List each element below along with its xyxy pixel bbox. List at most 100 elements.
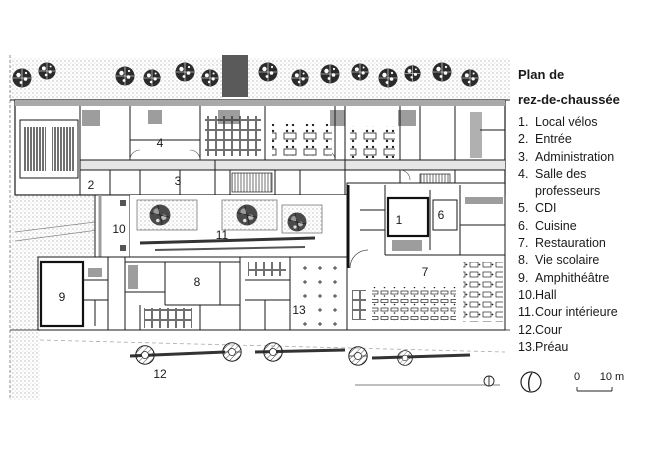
legend-item-label: Préau xyxy=(535,339,569,354)
legend-title: Plan de xyxy=(518,67,565,82)
tree-icon xyxy=(201,69,219,87)
room-label-1: 1 xyxy=(396,213,403,227)
legend-item: 1.Local vélos xyxy=(518,114,618,131)
tree-icon xyxy=(320,64,340,84)
restaurant-block xyxy=(346,182,506,331)
legend-item-label: Salle des xyxy=(535,166,587,181)
legend-item-number: 10. xyxy=(518,287,536,302)
legend-item-number: 2. xyxy=(518,132,529,147)
tree-icon xyxy=(378,68,398,88)
room-label-12: 12 xyxy=(153,367,167,381)
legend-item-label: Cour intérieure xyxy=(535,305,618,320)
tree-icon xyxy=(115,66,135,86)
legend-item: 10.Hall xyxy=(518,287,618,304)
legend-item-label: Amphithéâtre xyxy=(535,270,610,285)
legend-item-number: 9. xyxy=(518,270,529,285)
staircase xyxy=(231,172,273,193)
legend-item-number: 4. xyxy=(518,166,529,181)
legend-item-label: CDI xyxy=(535,201,557,216)
bike-rack xyxy=(24,127,46,171)
legend-item-label: Restauration xyxy=(535,236,606,251)
legend-item-number: 3. xyxy=(518,149,529,164)
tree-icon xyxy=(222,342,242,362)
legend-item-label: Administration xyxy=(535,149,615,164)
legend-item-number: 6. xyxy=(518,218,529,233)
legend-item-number: 5. xyxy=(518,201,529,216)
legend-subtitle: rez-de-chaussée xyxy=(518,92,620,107)
room-label-13: 13 xyxy=(292,303,306,317)
legend-item: 7. Restauration xyxy=(518,235,618,252)
legend-item: 13.Préau xyxy=(518,339,618,356)
legend-item-number: 13. xyxy=(518,339,536,354)
legend-item-continuation: professeurs xyxy=(518,183,618,200)
legend-item-number: 11. xyxy=(518,305,535,320)
tree-icon xyxy=(38,62,56,80)
room-label-9: 9 xyxy=(59,290,66,304)
lower-block xyxy=(37,256,348,331)
kitchen xyxy=(432,199,458,231)
covered-area-columns xyxy=(303,266,337,326)
hall xyxy=(94,194,131,258)
reading-tables xyxy=(350,126,395,158)
legend-item: 3. Administration xyxy=(518,149,618,166)
tree-icon xyxy=(461,69,479,87)
room-label-10: 10 xyxy=(112,222,126,236)
room-label-8: 8 xyxy=(194,275,201,289)
legend-item: 8. Vie scolaire xyxy=(518,252,618,269)
legend-item-number: 8. xyxy=(518,253,529,268)
inner-courtyard xyxy=(130,195,347,257)
legend-item: 4. Salle des xyxy=(518,166,618,183)
library-tables xyxy=(272,124,332,156)
tree-icon xyxy=(291,69,309,87)
legend-item: 12.Cour xyxy=(518,322,618,339)
south-courtyard xyxy=(10,329,510,400)
legend-list: 1.Local vélos 2.Entrée 3.Administration … xyxy=(518,114,618,356)
legend-item: 9. Amphithéâtre xyxy=(518,270,618,287)
legend-item-label: Cour xyxy=(535,322,563,337)
dining-tables xyxy=(463,262,503,322)
room-label-11: 11 xyxy=(216,228,229,242)
core-box xyxy=(386,196,430,238)
tree-icon xyxy=(404,65,421,82)
ground-west xyxy=(10,195,95,257)
tree-icon xyxy=(175,62,195,82)
toilet-cubicles xyxy=(205,116,261,156)
scale-start-label: 0 xyxy=(574,371,580,383)
tree-icon xyxy=(236,204,258,226)
tree-icon xyxy=(397,350,413,366)
dining-tables xyxy=(372,287,456,321)
tree-icon xyxy=(135,345,155,365)
tree-icon xyxy=(12,68,32,88)
tree-icon xyxy=(348,346,368,366)
room-labels: 1 2 3 4 6 7 8 9 10 11 12 13 xyxy=(59,136,445,381)
north-arrow-icon xyxy=(520,371,542,393)
bench xyxy=(139,236,316,245)
amphitheatre xyxy=(39,260,85,328)
legend: Plan de rez-de-chaussée 1.Local vélos 2.… xyxy=(517,0,667,450)
tree-icon xyxy=(143,69,161,87)
tree-icon xyxy=(263,342,283,362)
room-label-3: 3 xyxy=(175,174,182,188)
bike-rack xyxy=(52,127,74,171)
scale-bar: 0 10 m xyxy=(574,371,624,392)
tree-icon xyxy=(287,212,307,232)
room-label-7: 7 xyxy=(422,265,429,279)
north-arrow-icon xyxy=(483,375,495,387)
ground-southwest xyxy=(10,257,38,330)
bike-storage xyxy=(19,119,79,179)
legend-item-number: 7. xyxy=(518,236,529,251)
room-label-2: 2 xyxy=(88,178,95,192)
bench xyxy=(154,246,306,251)
main-building xyxy=(14,99,506,196)
legend-item-label: Vie scolaire xyxy=(535,253,600,268)
tree-icon xyxy=(351,63,369,81)
room-label-6: 6 xyxy=(438,208,445,222)
room-label-4: 4 xyxy=(157,136,164,150)
tree-icon xyxy=(432,62,452,82)
legend-item: 6.Cuisine xyxy=(518,218,618,235)
tree-icon xyxy=(149,204,171,226)
bench xyxy=(371,353,471,360)
legend-item-label: Entrée xyxy=(535,132,572,147)
